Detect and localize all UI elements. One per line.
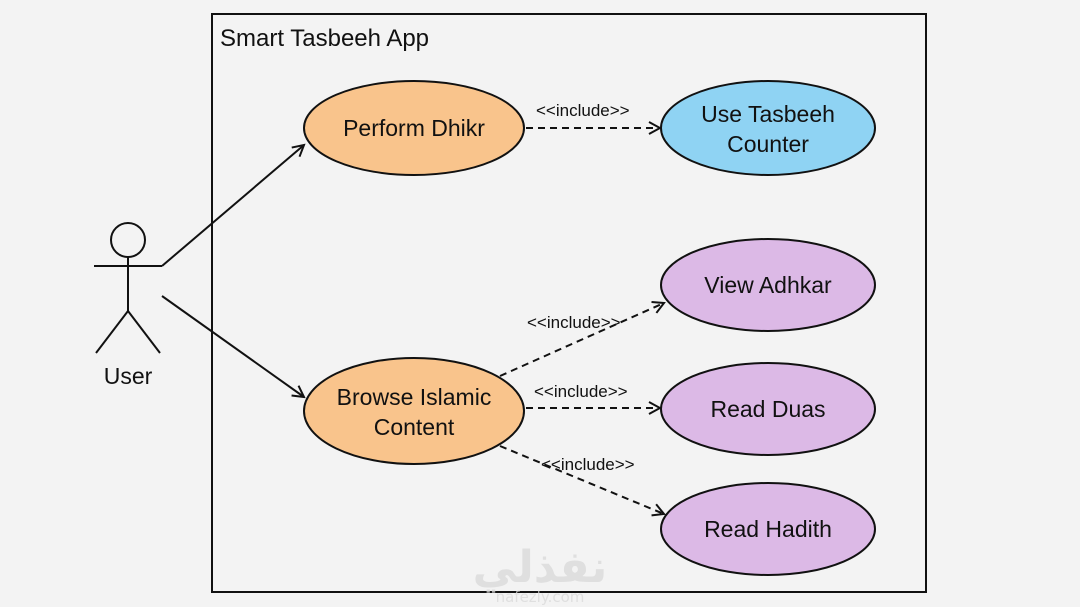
use-case-read-duas-label: Read Duas: [710, 396, 825, 422]
system-boundary: [211, 13, 927, 593]
use-case-browse-islamic-content-label-line1: Browse Islamic: [337, 384, 492, 410]
association-user-browse-content: [161, 295, 304, 397]
use-case-browse-islamic-content-shape: [303, 357, 525, 465]
use-case-perform-dhikr-label: Perform Dhikr: [343, 115, 485, 141]
include-label-adhkar: <<include>>: [527, 313, 621, 332]
use-case-read-duas-shape: [660, 362, 876, 456]
use-case-use-tasbeeh-counter-label-line2: Counter: [727, 131, 809, 157]
include-arrow-adhkar: [499, 303, 664, 377]
use-case-browse-islamic-content-label-line2: Content: [374, 414, 455, 440]
watermark: نفذلي nafezly.com: [473, 542, 608, 606]
use-case-perform-dhikr-shape: [303, 80, 525, 176]
use-case-view-adhkar-shape: [660, 238, 876, 332]
watermark-arabic: نفذلي: [473, 542, 608, 593]
include-label-duas: <<include>>: [534, 382, 628, 401]
system-title: Smart Tasbeeh App: [220, 25, 429, 52]
use-case-read-hadith-shape: [660, 482, 876, 576]
include-label-tasbeeh: <<include>>: [536, 101, 630, 120]
actor-right-leg: [127, 310, 161, 354]
use-case-read-hadith-label: Read Hadith: [704, 516, 832, 542]
actor-user: User: [94, 222, 162, 389]
actor-label: User: [104, 363, 153, 389]
use-case-perform-dhikr: Perform Dhikr: [303, 80, 525, 176]
use-case-use-tasbeeh-counter-label-line1: Use Tasbeeh: [701, 101, 835, 127]
use-case-view-adhkar: View Adhkar: [660, 238, 876, 332]
use-case-read-hadith: Read Hadith: [660, 482, 876, 576]
include-arrow-hadith: [499, 445, 664, 514]
actor-left-leg: [95, 310, 129, 354]
use-case-use-tasbeeh-counter: Use Tasbeeh Counter: [660, 80, 876, 176]
use-case-use-tasbeeh-counter-shape: [660, 80, 876, 176]
include-label-hadith: <<include>>: [541, 455, 635, 474]
actor-head: [110, 222, 146, 258]
use-case-view-adhkar-label: View Adhkar: [704, 272, 832, 298]
use-case-read-duas: Read Duas: [660, 362, 876, 456]
use-case-browse-islamic-content: Browse Islamic Content: [303, 357, 525, 465]
association-user-perform-dhikr: [161, 145, 304, 267]
watermark-latin: nafezly.com: [496, 588, 585, 606]
